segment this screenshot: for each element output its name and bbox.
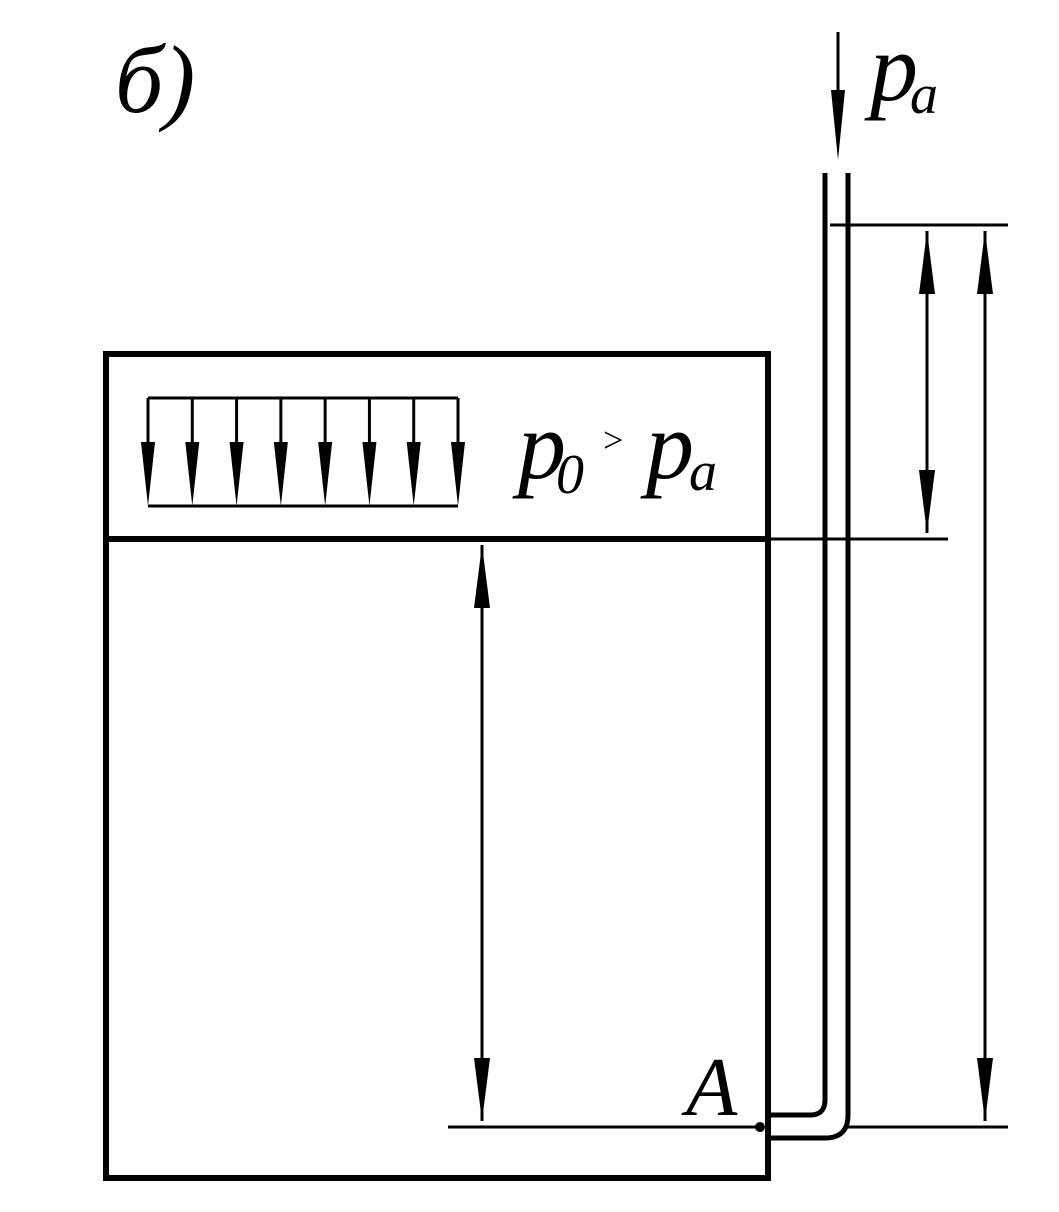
svg-text:p: p: [640, 392, 694, 499]
load-arrow-head: [273, 442, 288, 506]
point-a-label: A: [681, 1041, 738, 1134]
svg-text:p: p: [864, 14, 918, 121]
atmospheric-pressure-label: p a: [864, 14, 938, 126]
svg-text:0: 0: [556, 444, 584, 506]
svg-text:a: a: [689, 441, 717, 503]
surface-pressure-arrows: [141, 396, 465, 508]
point-a-marker: [755, 1122, 765, 1132]
piezometer-tube: [768, 173, 851, 1141]
load-arrow-head: [451, 442, 465, 506]
tank-outline: [103, 351, 771, 1181]
load-arrow-head: [406, 442, 421, 506]
figure-label: б): [115, 26, 195, 133]
load-arrow-head: [362, 442, 377, 506]
load-arrow-head: [185, 442, 200, 506]
load-arrow-head: [141, 442, 155, 506]
dimension-excess-head: [919, 231, 935, 533]
load-arrow-head: [229, 442, 244, 506]
dimension-depth-of-a: [474, 545, 490, 1121]
dimension-piezometric-head: [977, 231, 993, 1121]
surface-pressure-label: p 0 > p a: [512, 392, 717, 506]
svg-text:p: p: [512, 392, 566, 499]
load-arrow-head: [318, 442, 333, 506]
svg-text:>: >: [603, 420, 623, 460]
atmospheric-pressure-arrow: [831, 32, 845, 160]
svg-text:a: a: [910, 64, 938, 126]
